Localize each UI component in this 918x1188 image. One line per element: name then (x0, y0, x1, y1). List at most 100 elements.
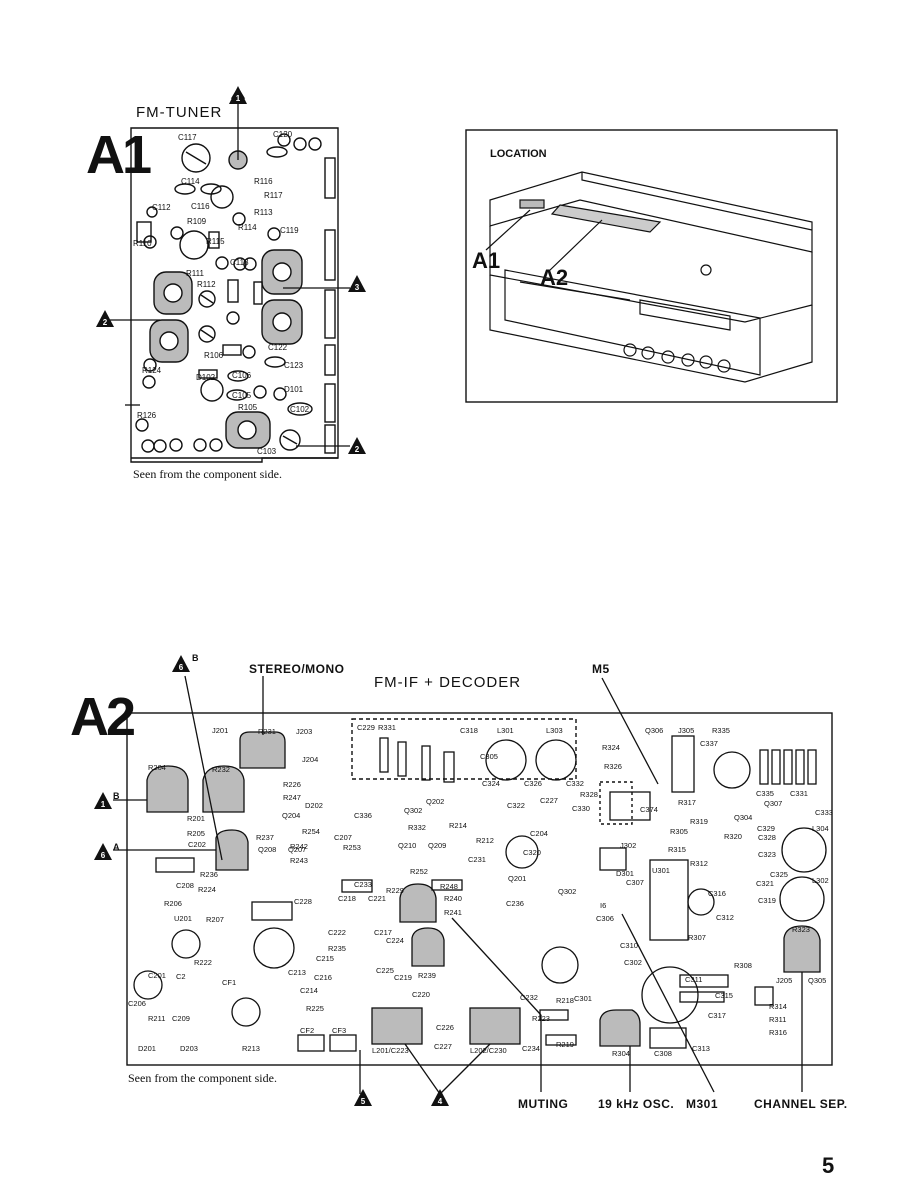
svg-text:Q307: Q307 (764, 799, 782, 808)
svg-text:C202: C202 (188, 840, 206, 849)
svg-text:J204: J204 (302, 755, 318, 764)
svg-text:R235: R235 (328, 944, 346, 953)
a1-markers (110, 86, 350, 447)
location-title: LOCATION (490, 148, 547, 160)
svg-text:C106: C106 (232, 371, 252, 380)
a2-board (126, 712, 833, 1066)
svg-text:4: 4 (438, 1097, 443, 1106)
svg-text:3: 3 (355, 283, 360, 292)
svg-text:C312: C312 (716, 913, 734, 922)
svg-text:R328: R328 (580, 790, 598, 799)
a2-section-id: A2 (70, 687, 136, 747)
svg-text:R240: R240 (444, 894, 462, 903)
svg-text:R105: R105 (238, 403, 258, 412)
svg-text:2: 2 (355, 445, 360, 454)
svg-text:C206: C206 (128, 999, 146, 1008)
svg-text:D101: D101 (284, 385, 304, 394)
svg-text:C112: C112 (152, 203, 171, 212)
svg-text:C328: C328 (758, 833, 776, 842)
svg-text:R114: R114 (238, 223, 257, 232)
svg-text:C105: C105 (232, 391, 252, 400)
svg-text:R112: R112 (197, 280, 216, 289)
label-m301: M301 (686, 1097, 719, 1111)
svg-text:R116: R116 (254, 177, 273, 186)
a1-triangle-markers (96, 86, 366, 454)
svg-text:C201: C201 (148, 971, 166, 980)
svg-text:C219: C219 (394, 973, 412, 982)
svg-text:C229: C229 (357, 723, 375, 732)
svg-text:C332: C332 (566, 779, 584, 788)
a1-triangle-numbers: 12 32 (103, 94, 360, 454)
svg-text:R113: R113 (254, 208, 273, 217)
svg-text:R308: R308 (734, 961, 752, 970)
svg-text:I6: I6 (600, 901, 606, 910)
svg-text:1: 1 (236, 94, 241, 103)
svg-text:R316: R316 (769, 1028, 787, 1037)
a2-leader-lines (113, 675, 803, 1095)
svg-text:C323: C323 (758, 850, 776, 859)
svg-text:Q302: Q302 (558, 887, 576, 896)
svg-text:R232: R232 (212, 765, 230, 774)
svg-text:C208: C208 (176, 881, 194, 890)
svg-text:J201: J201 (212, 726, 228, 735)
svg-text:R323: R323 (792, 925, 810, 934)
svg-text:R242: R242 (290, 842, 308, 851)
svg-text:B: B (113, 791, 120, 801)
svg-text:R317: R317 (678, 798, 696, 807)
svg-text:C307: C307 (626, 878, 644, 887)
svg-text:R109: R109 (187, 217, 207, 226)
svg-text:R207: R207 (206, 915, 224, 924)
svg-text:R252: R252 (410, 867, 428, 876)
svg-text:U201: U201 (174, 914, 192, 923)
svg-text:Q305: Q305 (808, 976, 826, 985)
svg-text:Q207: Q207 (288, 845, 306, 854)
svg-text:C305: C305 (480, 752, 498, 761)
svg-text:C317: C317 (708, 1011, 726, 1020)
svg-text:C234: C234 (522, 1044, 540, 1053)
svg-text:Q304: Q304 (734, 813, 752, 822)
svg-text:Q204: Q204 (282, 811, 300, 820)
svg-text:C313: C313 (692, 1044, 710, 1053)
svg-text:C321: C321 (756, 879, 774, 888)
svg-text:CF2: CF2 (300, 1026, 314, 1035)
svg-text:R231: R231 (258, 727, 276, 736)
a1-caption: Seen from the component side. (133, 467, 282, 481)
svg-text:Q201: Q201 (508, 874, 526, 883)
svg-text:C213: C213 (288, 968, 306, 977)
svg-text:C301: C301 (574, 994, 592, 1003)
svg-text:C326: C326 (524, 779, 542, 788)
svg-text:R211: R211 (148, 1014, 165, 1023)
svg-text:R253: R253 (343, 843, 361, 852)
a2-marker-suffixes: BBA (113, 653, 199, 852)
svg-text:R204: R204 (148, 763, 166, 772)
svg-text:R311: R311 (769, 1015, 786, 1024)
svg-text:J203: J203 (296, 727, 312, 736)
svg-text:R239: R239 (418, 971, 436, 980)
svg-text:C227: C227 (434, 1042, 452, 1051)
svg-text:L304: L304 (812, 824, 829, 833)
a2-title: FM-IF + DECODER (374, 674, 522, 691)
a1-title: FM-TUNER (136, 104, 223, 121)
svg-text:R115: R115 (206, 237, 225, 246)
svg-text:C204: C204 (530, 829, 548, 838)
svg-text:C217: C217 (374, 928, 392, 937)
svg-text:J302: J302 (620, 841, 636, 850)
svg-text:C335: C335 (756, 789, 774, 798)
svg-text:C318: C318 (460, 726, 478, 735)
svg-text:R219: R219 (556, 1040, 574, 1049)
svg-text:Q209: Q209 (428, 841, 446, 850)
svg-text:C228: C228 (294, 897, 312, 906)
svg-text:C322: C322 (507, 801, 525, 810)
svg-text:C226: C226 (436, 1023, 454, 1032)
svg-text:R312: R312 (690, 859, 708, 868)
svg-text:R247: R247 (283, 793, 301, 802)
svg-text:R218: R218 (556, 996, 574, 1005)
svg-text:B: B (192, 653, 199, 663)
svg-text:C119: C119 (280, 226, 299, 235)
svg-text:R110: R110 (133, 239, 152, 248)
svg-text:R117: R117 (264, 191, 283, 200)
svg-text:C325: C325 (770, 870, 788, 879)
svg-text:1: 1 (101, 800, 106, 809)
svg-text:R229: R229 (386, 886, 404, 895)
svg-text:C102: C102 (290, 405, 310, 414)
